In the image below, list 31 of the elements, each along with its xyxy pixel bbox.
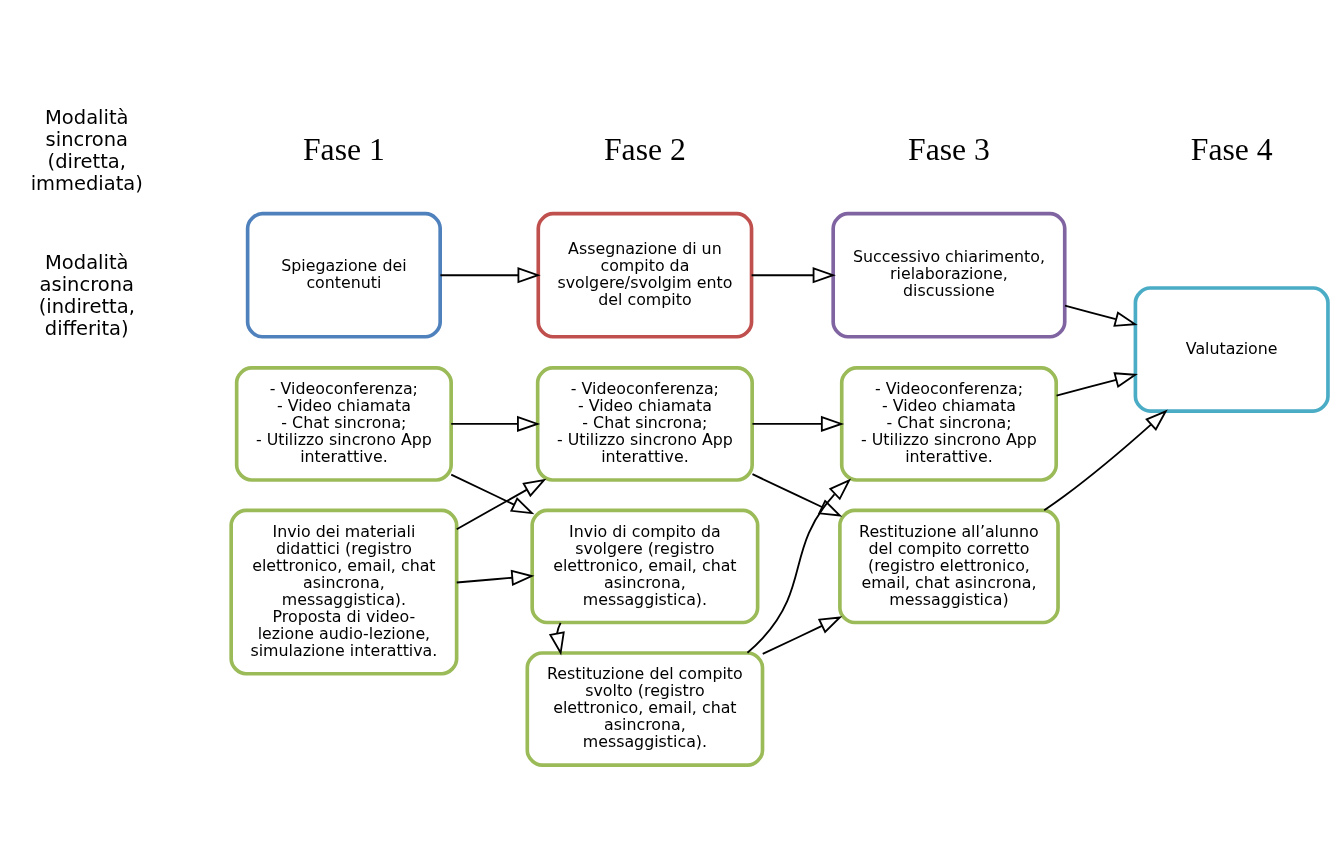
arrow — [439, 266, 541, 283]
node-box: - Videoconferenza; - Video chiamata - Chat sincrona; - Utilizzo sincrono App interattive. — [535, 365, 754, 482]
arrow — [450, 415, 541, 432]
arrow — [746, 477, 852, 654]
node-box: - Videoconferenza; - Video chiamata - Chat sincrona; - Utilizzo sincrono App interattive. — [234, 365, 453, 482]
arrow — [455, 569, 535, 586]
label: Modalità asincrona (indiretta, differita) — [38, 250, 135, 340]
node-box: Assegnazione di un compito da svolgere/svolgim ento del compito — [536, 211, 754, 339]
label: Fase 3 — [908, 131, 990, 167]
arrow — [761, 615, 843, 655]
node-box: Successivo chiarimento, rielaborazione, discussione — [831, 211, 1067, 339]
arrow — [548, 621, 565, 656]
arrow — [751, 415, 845, 432]
node-box: Spiegazione dei contenuti — [245, 211, 442, 339]
arrow — [1043, 408, 1168, 511]
node-box: - Videoconferenza; - Video chiamata - Chat sincrona; - Utilizzo sincrono App interattive. — [839, 365, 1059, 482]
label: Fase 4 — [1190, 131, 1273, 167]
arrow — [1055, 371, 1138, 397]
node-box: Valutazione — [1133, 285, 1330, 413]
arrow — [455, 478, 547, 530]
label: Fase 2 — [604, 131, 686, 167]
node-box: Restituzione all’alunno del compito corretto (registro elettronico, email, chat asincrona, messaggistica) — [838, 508, 1060, 624]
node-box: Invio dei materiali didattici (registro elettronico, email, chat asincrona, messaggistica). Proposta di video-lezione audio-lezione, simulazione interattiva. — [229, 508, 459, 676]
node-box: Invio di compito da svolgere (registro elettronico, email, chat asincrona, messaggistica). — [530, 508, 760, 624]
label: Modalità sincrona (diretta, immediata) — [30, 105, 143, 195]
arrow — [1064, 304, 1138, 327]
arrow — [750, 266, 836, 283]
label: Fase 1 — [303, 131, 385, 167]
node-box: Restituzione del compito svolto (registro elettronico, email, chat asincrona, messaggistica). — [525, 650, 765, 767]
arrow — [450, 473, 535, 514]
arrow — [751, 472, 843, 517]
